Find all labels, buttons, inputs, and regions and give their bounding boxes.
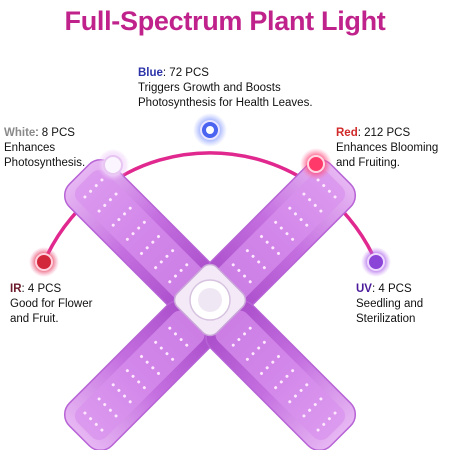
caption-white-count: : 8 PCS bbox=[35, 127, 75, 139]
red-led-icon bbox=[300, 148, 332, 180]
led-grid bbox=[231, 326, 337, 432]
caption-ir-line-1: Good for Flower bbox=[10, 298, 93, 310]
caption-uv-line-2: Sterilization bbox=[356, 313, 416, 325]
caption-uv-name: UV bbox=[356, 283, 372, 295]
caption-white-line-2: Photosynthesis. bbox=[4, 157, 86, 169]
caption-blue: Blue: 72 PCS Triggers Growth and Boosts … bbox=[138, 66, 313, 111]
caption-red-name: Red bbox=[336, 127, 358, 139]
blue-led-icon bbox=[193, 113, 227, 147]
caption-uv-header: UV: 4 PCS bbox=[356, 282, 423, 297]
caption-blue-header: Blue: 72 PCS bbox=[138, 66, 313, 81]
caption-uv-line-1: Seedling and bbox=[356, 298, 424, 310]
caption-ir: IR: 4 PCS Good for Flower and Fruit. bbox=[10, 282, 92, 327]
caption-ir-name: IR bbox=[10, 283, 22, 295]
led-grid bbox=[83, 326, 189, 432]
caption-uv-count: : 4 PCS bbox=[371, 283, 412, 295]
caption-white-header: White: 8 PCS bbox=[4, 126, 85, 141]
led-grid bbox=[231, 178, 337, 284]
caption-red-header: Red: 212 PCS bbox=[336, 126, 438, 141]
uv-led-icon bbox=[361, 247, 391, 277]
panel-top-left bbox=[63, 158, 215, 310]
light-panels bbox=[63, 158, 357, 450]
page-title: Full-Spectrum Plant Light bbox=[64, 6, 386, 36]
panel-bottom-right bbox=[205, 300, 357, 450]
caption-blue-name: Blue bbox=[138, 67, 163, 79]
caption-red-line-1: Enhances Blooming bbox=[336, 142, 439, 154]
caption-ir-line-2: and Fruit. bbox=[10, 313, 59, 325]
caption-red-count: : 212 PCS bbox=[357, 127, 411, 139]
caption-white: White: 8 PCS Enhances Photosynthesis. bbox=[4, 126, 85, 171]
caption-blue-line-1: Triggers Growth and Boosts bbox=[138, 82, 281, 94]
caption-ir-header: IR: 4 PCS bbox=[10, 282, 92, 297]
center-hub bbox=[173, 263, 247, 337]
caption-blue-line-2: Photosynthesis for Health Leaves. bbox=[138, 97, 313, 109]
caption-white-name: White bbox=[4, 127, 36, 139]
led-grid bbox=[83, 178, 189, 284]
caption-white-line-1: Enhances bbox=[4, 142, 56, 154]
caption-red: Red: 212 PCS Enhances Blooming and Fruit… bbox=[336, 126, 438, 171]
panel-bottom-left bbox=[63, 300, 215, 450]
ir-led-icon bbox=[29, 247, 59, 277]
caption-ir-count: : 4 PCS bbox=[21, 283, 62, 295]
panel-top-right bbox=[205, 158, 357, 310]
white-led-icon bbox=[97, 149, 129, 181]
caption-uv: UV: 4 PCS Seedling and Sterilization bbox=[356, 282, 423, 327]
caption-blue-count: : 72 PCS bbox=[162, 67, 209, 79]
caption-red-line-2: and Fruiting. bbox=[336, 157, 400, 169]
